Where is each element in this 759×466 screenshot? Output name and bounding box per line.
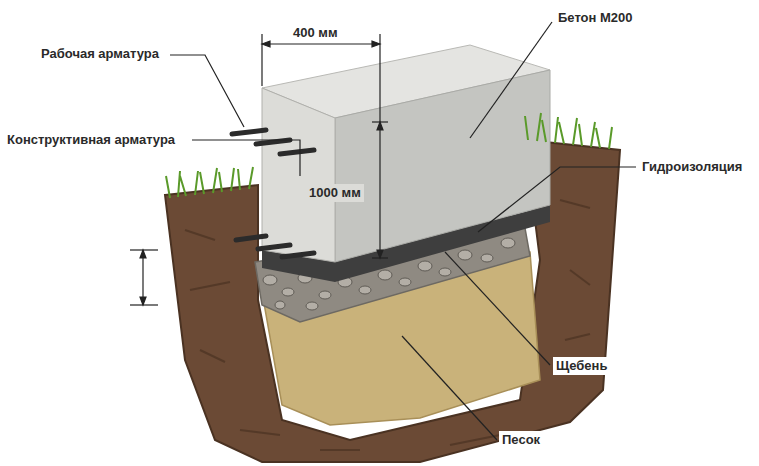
callout-label: Бетон М200 <box>555 9 636 27</box>
callout-label: Рабочая арматура <box>38 45 162 63</box>
dimension-lines <box>130 34 388 305</box>
callout-label: Песок <box>499 431 543 449</box>
callout-label: Щебень <box>553 357 610 375</box>
grass <box>166 113 612 198</box>
callout-label: 400 мм <box>290 24 341 42</box>
leader-lines <box>170 22 636 440</box>
callout-label: Гидроизоляция <box>639 158 745 176</box>
callout-label: 1000 мм <box>306 184 364 202</box>
callout-label: Конструктивная арматура <box>4 131 178 149</box>
concrete-end-face <box>262 88 335 262</box>
concrete-side-face <box>335 70 550 262</box>
rebar <box>232 130 314 257</box>
